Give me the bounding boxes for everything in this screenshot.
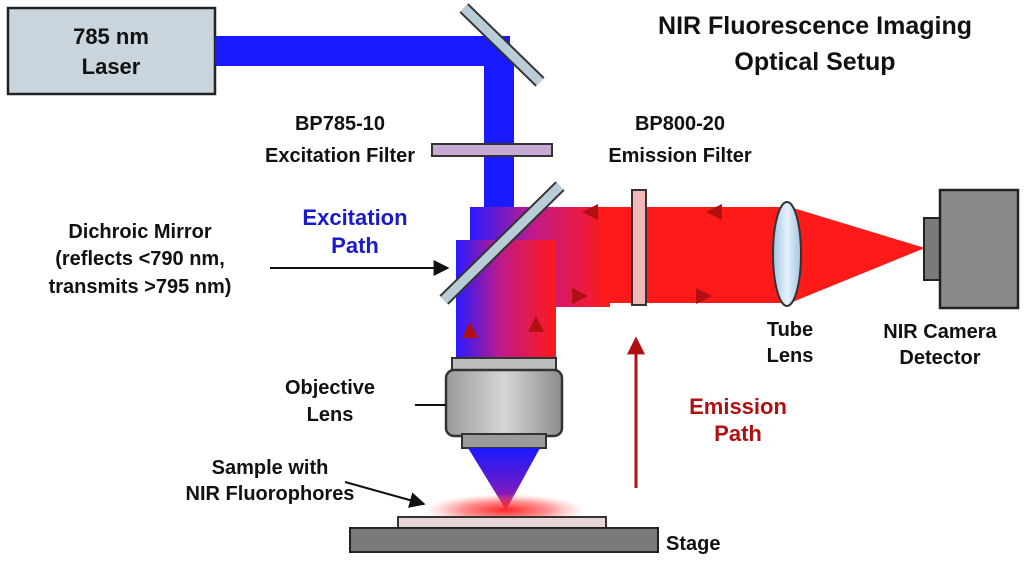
excitation-filter-label-line2: Excitation Filter (265, 145, 415, 167)
objective-label-line1: Objective (285, 377, 375, 399)
excitation-filter-label-line1: BP785-10 (295, 113, 385, 135)
stage-plate (349, 527, 659, 553)
focus-cone (468, 448, 540, 510)
emission-path-label-line1: Emission (689, 394, 787, 419)
emission-direction-arrows (462, 204, 722, 338)
stage-label: Stage (666, 533, 720, 555)
sample-leader-arrow (344, 481, 426, 508)
emission-filter-label-line2: Emission Filter (608, 145, 752, 167)
camera-label-line2: Detector (899, 347, 980, 369)
camera-label-line1: NIR Camera (883, 321, 997, 343)
fold-mirror (459, 3, 545, 87)
excitation-path-label-line1: Excitation (302, 205, 407, 230)
excitation-path-label-line2: Path (331, 233, 379, 258)
laser-source: 785 nm Laser (6, 6, 217, 96)
tube-lens-label-line1: Tube (767, 319, 813, 341)
mixed-beam-vertical (456, 240, 556, 358)
emission-beam (600, 207, 925, 303)
excitation-filter (431, 143, 553, 157)
objective-lens (444, 357, 564, 449)
diagram-title-line1: NIR Fluorescence Imaging (658, 12, 972, 40)
tube-lens-label-line2: Lens (767, 345, 814, 367)
emission-filter-label-line1: BP800-20 (635, 113, 725, 135)
diagram-title-line2: Optical Setup (734, 48, 895, 76)
objective-label-line2: Lens (307, 404, 354, 426)
laser-label-line1: 785 nm (73, 24, 149, 49)
dichroic-label-line1: Dichroic Mirror (68, 221, 212, 243)
nir-camera (923, 188, 1020, 310)
emission-path-label-line2: Path (714, 421, 762, 446)
tube-lens (772, 201, 802, 307)
sample-label-line1: Sample with (212, 457, 329, 479)
sample-label-line2: NIR Fluorophores (186, 483, 355, 505)
dichroic-label-line2: (reflects <790 nm, (55, 248, 225, 270)
dichroic-label-line3: transmits >795 nm) (49, 276, 232, 298)
emission-filter (631, 189, 647, 306)
dichroic-mirror (439, 181, 565, 305)
laser-label-line2: Laser (82, 54, 141, 79)
excitation-beam-horizontal (215, 36, 510, 66)
